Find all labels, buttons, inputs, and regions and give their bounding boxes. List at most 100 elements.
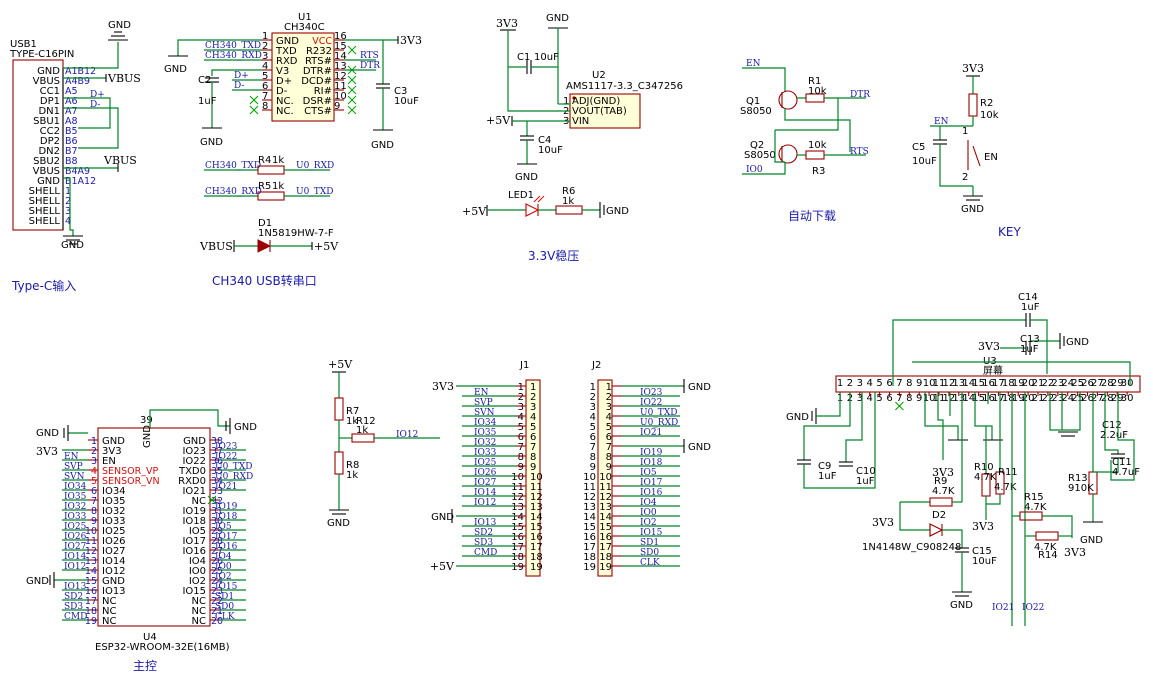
ch340-dp-net: D+ [234, 71, 249, 81]
r14-val: 4.7K [1034, 542, 1057, 553]
led-gnd: GND [606, 206, 629, 217]
j2-pin-number: 8 [606, 452, 612, 463]
c1-val: 10uF [534, 52, 559, 63]
esp-pin-number: 36 [211, 456, 223, 467]
esp-pin-name: IO12 [102, 566, 126, 577]
ch340-part: CH340C [284, 22, 325, 33]
esp-net-label: EN [64, 452, 79, 462]
lcd-pin-number-top: 15 [972, 378, 985, 389]
esp-pin-name: RXD0 [178, 476, 206, 487]
r11-val: 4.7K [994, 482, 1017, 493]
no-connect-mark [207, 495, 217, 505]
lcd-part: 屏幕 [983, 364, 1003, 377]
j1-pin-index: 4 [530, 412, 536, 423]
j2-pin-number: 5 [606, 422, 612, 433]
esp-net-label: IO0 [215, 562, 232, 572]
j2-net-label: IO4 [640, 498, 657, 508]
usb-dp-label: D+ [90, 90, 105, 100]
j1-net-label: IO13 [474, 518, 497, 528]
esp-pin-name: NC [102, 616, 116, 627]
lcd-pin-number-bottom: 25 [1071, 393, 1084, 404]
ldo-3v3: 3V3 [496, 17, 518, 30]
esp-net-label: U0_TXD [215, 462, 252, 472]
auto-dtr: DTR [850, 90, 870, 100]
j1-net-label: SD3 [474, 538, 493, 548]
j1-pin-index: 3 [530, 402, 536, 413]
esp-pin-name: NC [102, 606, 116, 617]
c11-ref: C11 [1112, 457, 1132, 468]
lcd-pin-number-bottom: 5 [876, 393, 882, 404]
lcd-pin-number-top: 28 [1101, 378, 1114, 389]
esp-net-label: U0_RXD [215, 472, 253, 482]
r6-val: 1k [562, 196, 574, 207]
j1-net-label: EN [474, 388, 489, 398]
lcd-pin-number-top: 10 [923, 378, 936, 389]
esp-part: ESP32-WROOM-32E(16MB) [95, 642, 230, 653]
j2-net-label: IO16 [640, 488, 663, 498]
j1-pin-number: 7 [518, 442, 524, 453]
esp-pin-name: NC [192, 606, 206, 617]
title-key: KEY [998, 225, 1021, 239]
r6-ref: R6 [562, 186, 575, 197]
esp-net-label: CLK [215, 612, 235, 622]
lcd-pin-number-top: 24 [1061, 378, 1074, 389]
esp-pin-name: IO15 [182, 586, 206, 597]
title-auto: 自动下载 [788, 209, 836, 223]
j2-pin-number: 7 [606, 442, 612, 453]
lcd-pin-number-bottom: 3 [857, 393, 863, 404]
esp-pin-number: 23 [211, 586, 223, 597]
esp-net-label: IO12 [64, 562, 86, 572]
usb-part: TYPE-C16PIN [9, 49, 74, 60]
esp-net-label: IO2 [215, 572, 232, 582]
esp-net-label: IO16 [215, 542, 238, 552]
ch340-pin-number: 11 [334, 81, 347, 92]
lcd-pin-number-top: 29 [1111, 378, 1124, 389]
esp-pin-name: IO33 [102, 516, 126, 527]
esp-pin-name: NC [102, 596, 116, 607]
usb-pin-name: GND [37, 176, 60, 187]
c9-val: 1uF [818, 471, 837, 482]
esp-pin-name: TXD0 [178, 466, 206, 477]
ch340-pin-number: 3 [262, 51, 268, 62]
ch340-pin-number: 16 [334, 31, 347, 42]
j1-pin-number: 10 [511, 472, 524, 483]
esp-net-label: IO27 [64, 542, 87, 552]
esp-pin-name: IO32 [102, 506, 126, 517]
c1-ref: C1 [517, 52, 530, 63]
esp-pin-name: IO18 [182, 516, 206, 527]
esp-pin-number: 38 [211, 436, 223, 447]
j2-pin-number: 10 [583, 472, 596, 483]
esp-pin-name: IO27 [102, 546, 126, 557]
lcd-pin-number-bottom: 8 [906, 393, 912, 404]
ch340-pin-name: DSR# [303, 96, 332, 107]
j1-net-label: IO27 [474, 478, 497, 488]
ch340-pin-number: 8 [262, 101, 268, 112]
ch340-pin-name: CTS# [304, 106, 332, 117]
j1-net-label: SD2 [474, 528, 493, 538]
usb-gnd-bottom: GND [61, 240, 84, 251]
esp-pin-number: 22 [211, 596, 223, 607]
lcd-pin-number-top: 19 [1012, 378, 1025, 389]
d1-part: 1N5819HW-7-F [258, 228, 334, 239]
r2-ref: R2 [980, 98, 993, 109]
usb-pin-name: CC2 [40, 126, 60, 137]
lcd-pin-number-top: 3 [857, 378, 863, 389]
auto-rts: RTS [850, 147, 869, 157]
esp-net-label: IO25 [64, 522, 87, 532]
j1-net-label: IO34 [474, 418, 497, 428]
d1-ref: D1 [258, 218, 272, 229]
esp-top-name: GND [142, 425, 153, 448]
lcd-pin-number-top: 4 [867, 378, 873, 389]
esp-pin-number: 12 [85, 546, 97, 557]
no-connect-mark [347, 85, 357, 95]
key-reset-circuit: 3V3 R2 10k EN C5 10uF 1 2 EN GND [912, 62, 999, 215]
j2-net-label: IO23 [640, 388, 663, 398]
j1-pin-index: 6 [530, 432, 536, 443]
ch340-pin-number: 5 [262, 71, 268, 82]
c10-val: 1uF [856, 476, 875, 487]
no-connect-mark [895, 401, 904, 411]
esp-net-label: IO13 [64, 582, 87, 592]
lcd-pin-number-bottom: 15 [972, 393, 985, 404]
lcd-pin-number-bottom: 20 [1022, 393, 1035, 404]
